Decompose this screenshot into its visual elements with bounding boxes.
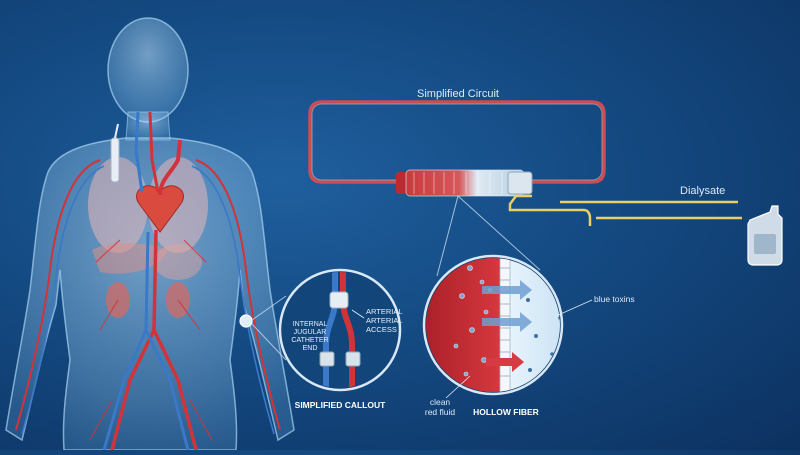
circuit-loop-highlight [311,103,603,181]
venous-clamp [319,351,335,367]
right-arm-artery [195,159,281,431]
stomach [154,244,202,280]
blue-toxins-label: blue toxins [594,294,635,304]
torso-branches [89,239,213,441]
circuit-title: Simplified Circuit [417,88,499,100]
catheter-tube [114,123,119,139]
dialysate-label: Dialysate [680,185,725,197]
left-arm-vein [21,165,105,435]
y-connector [329,291,349,309]
head [107,17,189,123]
dialyzer-filter [396,169,533,197]
neck [125,111,171,141]
dialysate-line-top [508,194,592,226]
clean-label-line1: clean [430,397,451,407]
callout-connectors [251,195,541,361]
simplified-callout: ARTERIAL ARTERIAL ACCESS INTERNAL JUGULA… [278,268,403,410]
arterial-label-line2: ARTERIAL [366,316,403,325]
hollow-fiber-callout: blue toxins clean red fluid HOLLOW FIBER [422,254,635,417]
left-lung [88,157,148,253]
jugular-label-line4: END [303,345,318,352]
jugular-label-line3: CATHETER [291,337,328,344]
carotid-artery [148,111,160,193]
circuit-loop [308,100,606,184]
torso [5,137,295,451]
jug-icon [747,205,783,266]
left-arm-artery [15,159,101,431]
aorta [158,139,182,196]
arterial-clamp [345,351,361,367]
descending-aorta [110,229,158,451]
circuit: Simplified Circuit Dialysate [308,88,783,266]
human-body [5,17,295,451]
jugular-label-line1: INTERNAL [293,321,328,328]
arrow-right-icon [482,280,532,372]
neck-catheter [110,137,120,183]
right-arm-vein [191,165,275,435]
arterial-label-line1: ARTERIAL [366,307,403,316]
vena-cava [102,231,150,451]
hollow-fiber-label: HOLLOW FIBER [473,407,539,417]
arterial-label-line3: ACCESS [366,325,397,334]
access-point [239,314,253,328]
jugular-vein [134,111,144,193]
jugular-label-line2: JUGULAR [294,329,327,336]
descending-aorta-right [152,329,198,451]
clean-label-line2: red fluid [425,407,456,417]
vena-cava-right [144,329,190,451]
simplified-callout-label: SIMPLIFIED CALLOUT [295,400,386,410]
